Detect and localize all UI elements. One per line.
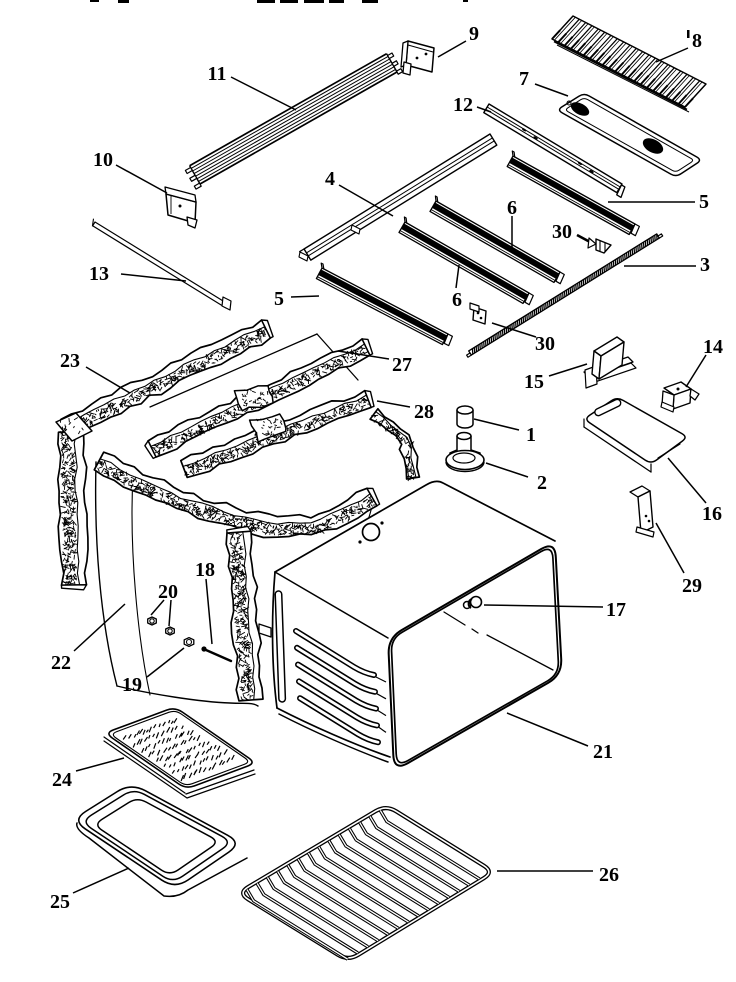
svg-text:25: 25	[50, 891, 70, 913]
svg-text:18: 18	[195, 559, 215, 581]
svg-text:4: 4	[325, 168, 335, 190]
svg-text:24: 24	[52, 769, 72, 791]
svg-text:28: 28	[414, 401, 434, 423]
svg-text:5: 5	[274, 288, 284, 310]
svg-text:5: 5	[699, 191, 709, 213]
svg-text:15: 15	[524, 371, 544, 393]
svg-text:6: 6	[452, 289, 462, 311]
svg-text:17: 17	[606, 599, 626, 621]
svg-text:7: 7	[519, 68, 529, 90]
svg-text:16: 16	[702, 503, 722, 525]
svg-text:21: 21	[593, 741, 613, 763]
svg-text:30: 30	[535, 333, 555, 355]
svg-text:2: 2	[537, 472, 547, 494]
svg-text:8: 8	[692, 30, 702, 52]
svg-text:30: 30	[552, 221, 572, 243]
svg-text:10: 10	[93, 149, 113, 171]
svg-text:9: 9	[469, 23, 479, 45]
svg-text:11: 11	[208, 63, 227, 85]
svg-text:3: 3	[700, 254, 710, 276]
svg-text:6: 6	[507, 197, 517, 219]
svg-text:13: 13	[89, 263, 109, 285]
svg-text:27: 27	[392, 354, 412, 376]
svg-text:14: 14	[703, 336, 723, 358]
svg-text:19: 19	[122, 674, 142, 696]
svg-text:26: 26	[599, 864, 619, 886]
svg-text:23: 23	[60, 350, 80, 372]
svg-text:1: 1	[526, 424, 536, 446]
svg-text:20: 20	[158, 581, 178, 603]
svg-text:12: 12	[453, 94, 473, 116]
svg-text:29: 29	[682, 575, 702, 597]
svg-text:22: 22	[51, 652, 71, 674]
